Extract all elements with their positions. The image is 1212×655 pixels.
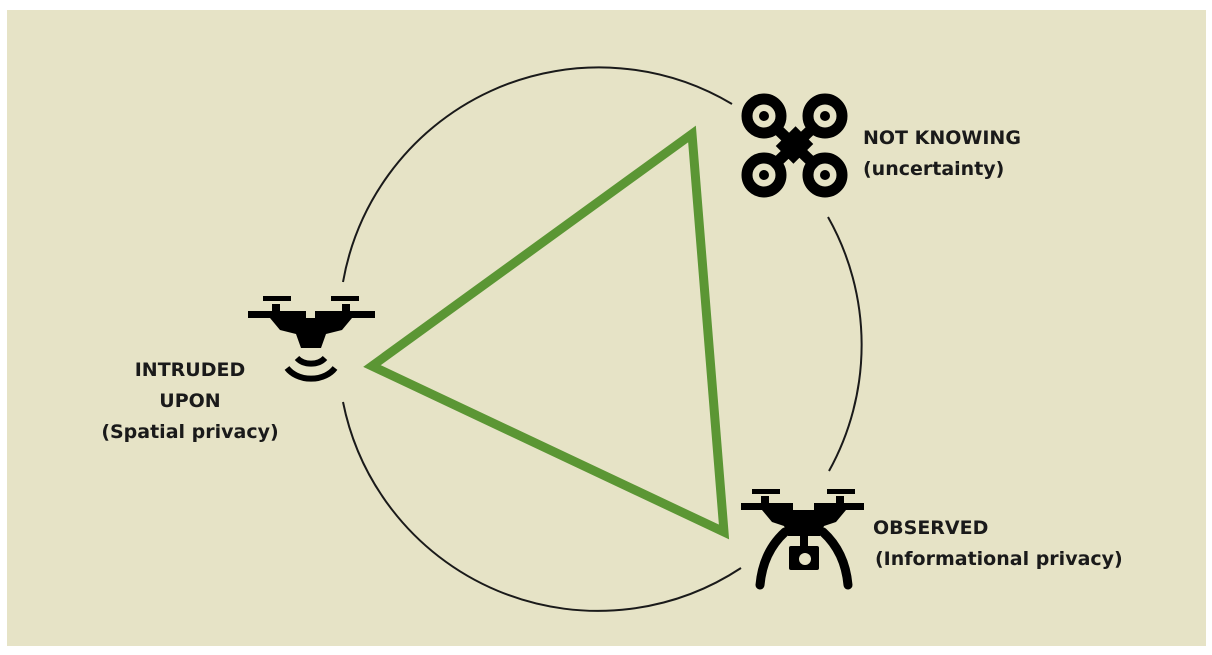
intruded-subtitle: (Spatial privacy)	[101, 421, 279, 443]
outer-circle	[342, 66, 863, 612]
not-knowing-title: NOT KNOWING	[863, 127, 1021, 149]
observed-title: OBSERVED	[873, 517, 989, 539]
camera-drone-icon	[741, 489, 864, 590]
intruded-upon-label: INTRUDED UPON (Spatial privacy)	[70, 355, 310, 448]
wifi-drone-icon	[248, 296, 375, 382]
circle-arc-top	[342, 66, 733, 283]
intruded-title-line2: UPON	[159, 390, 221, 412]
diagram-background	[7, 10, 1206, 646]
privacy-triangle	[363, 125, 730, 540]
observed-subtitle: (Informational privacy)	[875, 548, 1123, 570]
not-knowing-label: NOT KNOWING (uncertainty)	[863, 123, 1123, 185]
circle-arc-right	[827, 216, 863, 472]
quadcopter-icon	[741, 93, 848, 198]
circle-arc-bottom	[342, 401, 742, 612]
observed-label: OBSERVED (Informational privacy)	[873, 513, 1203, 575]
not-knowing-subtitle: (uncertainty)	[863, 158, 1005, 180]
intruded-title-line1: INTRUDED	[134, 359, 246, 381]
